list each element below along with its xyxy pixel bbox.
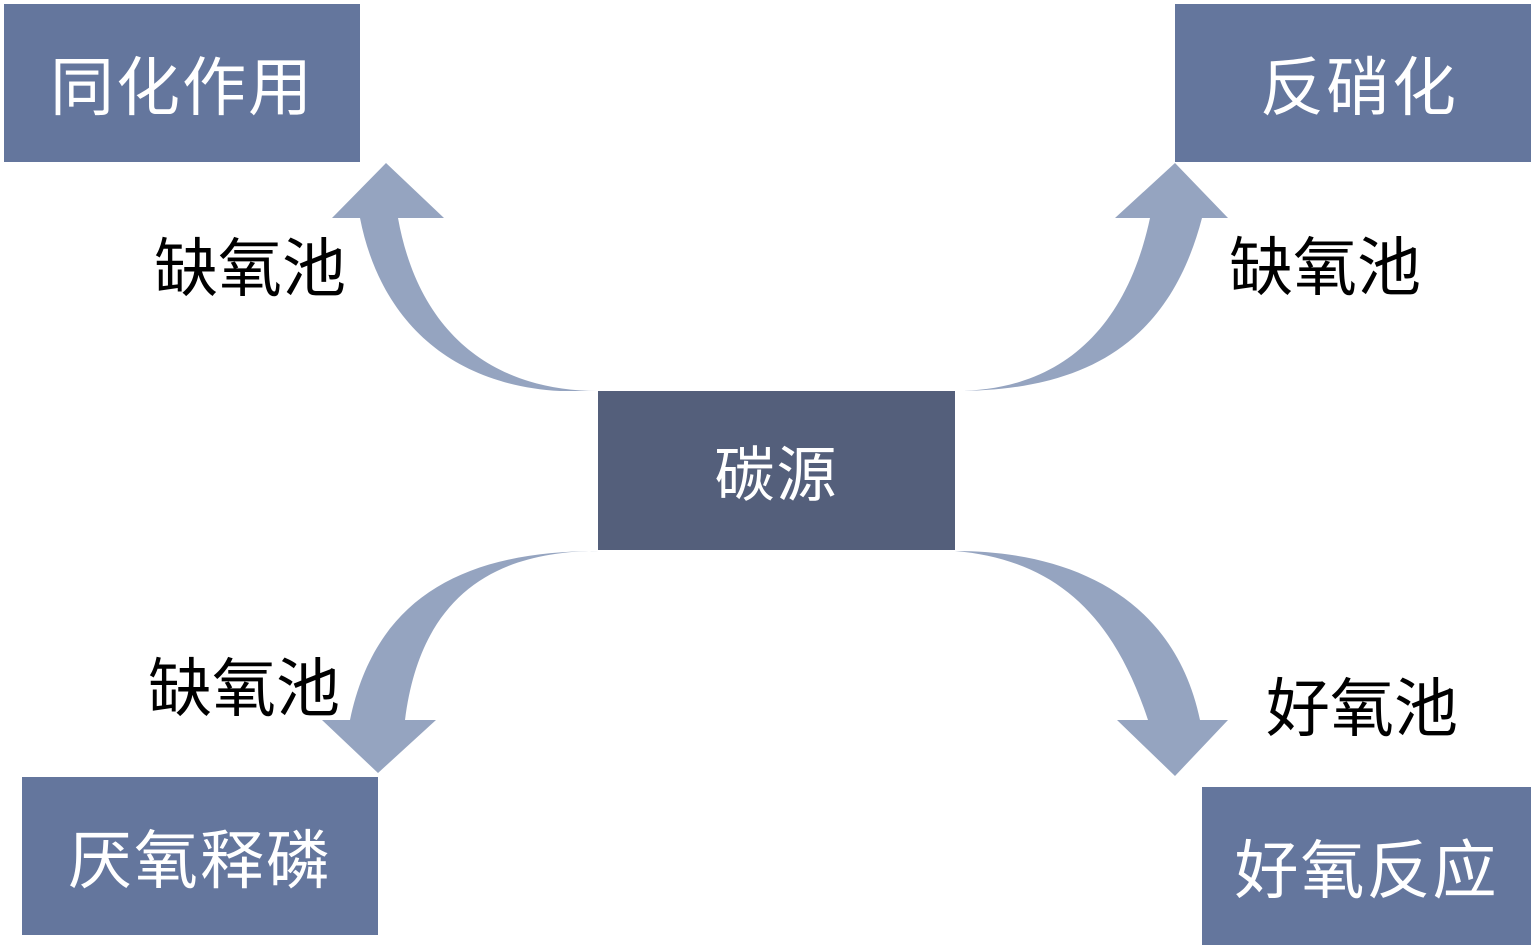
arrow-to-anaerobic-phosphorus-release [322, 551, 598, 773]
node-denitrification: 反硝化 [1175, 4, 1531, 162]
label-anoxic-tank-top-left: 缺氧池 [154, 233, 346, 307]
node-anaerobic-phosphorus-release: 厌氧释磷 [22, 777, 378, 935]
arrow-to-assimilation [332, 163, 598, 391]
arrow-to-aerobic-reaction [955, 551, 1228, 776]
label-anoxic-tank-top-right: 缺氧池 [1229, 232, 1421, 306]
label-anoxic-tank-bottom-left: 缺氧池 [148, 653, 340, 727]
node-carbon-source: 碳源 [598, 391, 955, 550]
arrow-to-denitrification [955, 163, 1228, 391]
node-aerobic-reaction: 好氧反应 [1202, 787, 1531, 945]
node-assimilation: 同化作用 [4, 4, 360, 162]
label-aerobic-tank-bottom-right: 好氧池 [1266, 673, 1458, 747]
